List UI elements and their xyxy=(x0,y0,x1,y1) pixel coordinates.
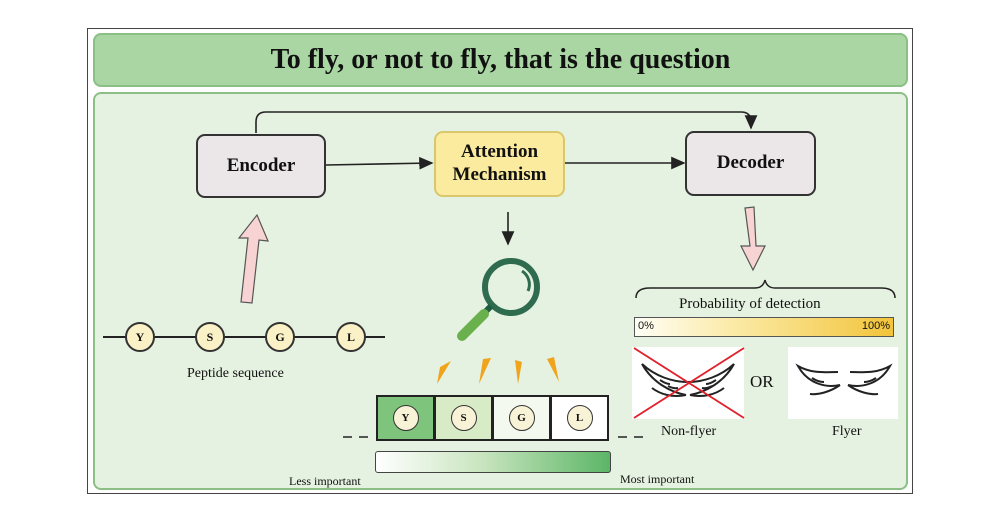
pink-arrow-up xyxy=(237,213,269,304)
attention-label-line2: Mechanism xyxy=(452,164,547,185)
flyer-wings-icon xyxy=(795,363,893,396)
attention-sparks xyxy=(437,357,559,384)
encoder-label: Encoder xyxy=(226,154,296,176)
decoder-label: Decoder xyxy=(716,152,785,174)
importance-cell: L xyxy=(550,395,609,441)
importance-cell: G xyxy=(492,395,551,441)
encoder-node: Encoder xyxy=(196,134,326,198)
pink-arrow-down xyxy=(740,206,766,272)
importance-residue: L xyxy=(566,405,593,431)
importance-gradient-bar xyxy=(375,451,611,473)
peptide-caption: Peptide sequence xyxy=(187,366,284,381)
peptide-residue: Y xyxy=(125,322,155,352)
probability-max-label: 100% xyxy=(861,320,890,332)
arrow-encoder-to-attention xyxy=(325,156,434,170)
cross-icon xyxy=(633,347,745,419)
importance-residue: G xyxy=(508,405,535,431)
flyer-label: Flyer xyxy=(832,424,862,439)
importance-residue: S xyxy=(450,405,477,431)
diagram-title: To fly, or not to fly, that is the quest… xyxy=(93,33,908,87)
less-important-label: Less important xyxy=(289,474,361,488)
most-important-label: Most important xyxy=(620,472,695,486)
attention-node: Attention Mechanism xyxy=(434,131,565,197)
non-flyer-wings-icon xyxy=(641,363,735,398)
importance-residue: Y xyxy=(392,405,419,431)
peptide-residue: G xyxy=(265,322,295,352)
probability-title: Probability of detection xyxy=(679,296,821,312)
decoder-node: Decoder xyxy=(685,131,816,196)
probability-min-label: 0% xyxy=(638,320,654,332)
peptide-residue: S xyxy=(195,322,225,352)
non-flyer-label: Non-flyer xyxy=(661,424,717,439)
attention-label-line1: Attention xyxy=(460,141,539,163)
importance-cell: S xyxy=(434,395,493,441)
probability-gradient-bar: 0% 100% xyxy=(634,317,894,337)
or-label: OR xyxy=(750,372,774,391)
peptide-residue: L xyxy=(336,322,366,352)
probability-brace xyxy=(635,279,896,299)
magnifier-icon xyxy=(457,258,540,341)
arrow-skip-connection xyxy=(255,111,758,133)
importance-cell: Y xyxy=(376,395,435,441)
